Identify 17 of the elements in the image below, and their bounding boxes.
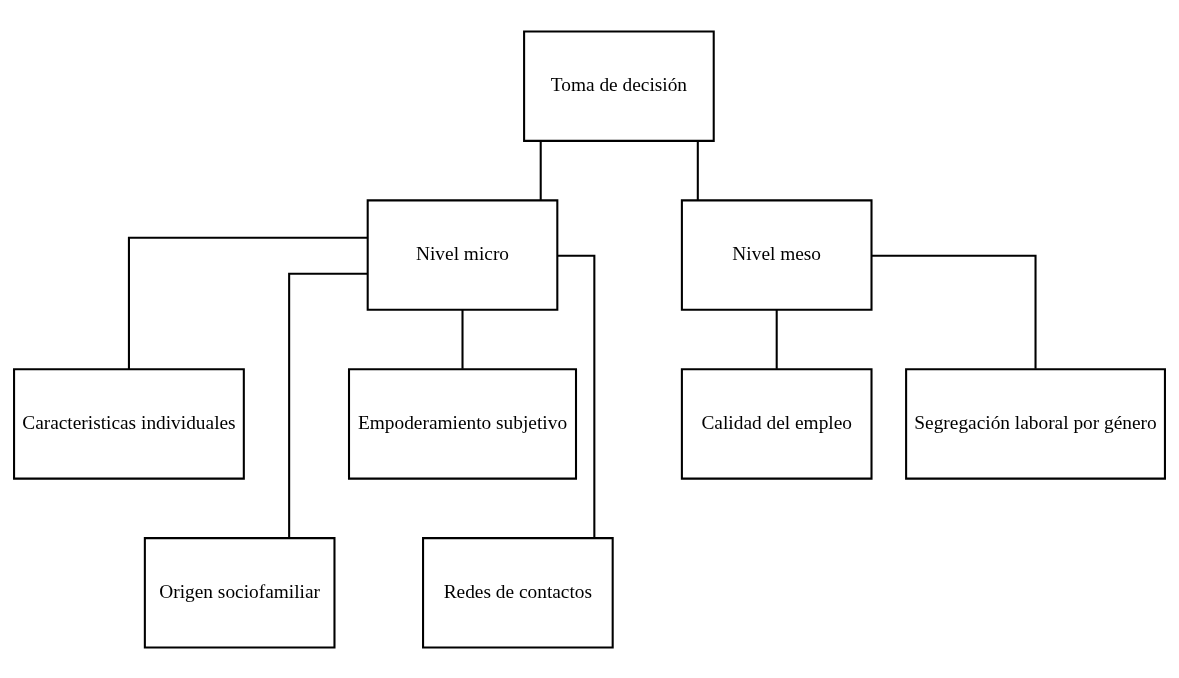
node-box: Origen sociofamiliar <box>143 536 336 648</box>
node-box: Caracteristicas individuales <box>13 367 245 480</box>
connector <box>696 140 699 200</box>
node-box: Segregación laboral por género <box>905 367 1166 480</box>
connector <box>539 140 542 200</box>
connector <box>871 254 1037 369</box>
connector <box>127 236 368 369</box>
connector <box>461 309 464 369</box>
node-box: Nivel meso <box>680 198 873 311</box>
connector <box>557 254 596 538</box>
connector <box>288 272 368 538</box>
connector <box>775 309 778 369</box>
node-box: Nivel micro <box>366 198 559 311</box>
node-box: Empoderamiento subjetivo <box>347 367 578 480</box>
node-box: Redes de contactos <box>422 536 614 648</box>
node-box: Toma de decisión <box>523 30 715 142</box>
node-box: Calidad del empleo <box>680 367 873 480</box>
